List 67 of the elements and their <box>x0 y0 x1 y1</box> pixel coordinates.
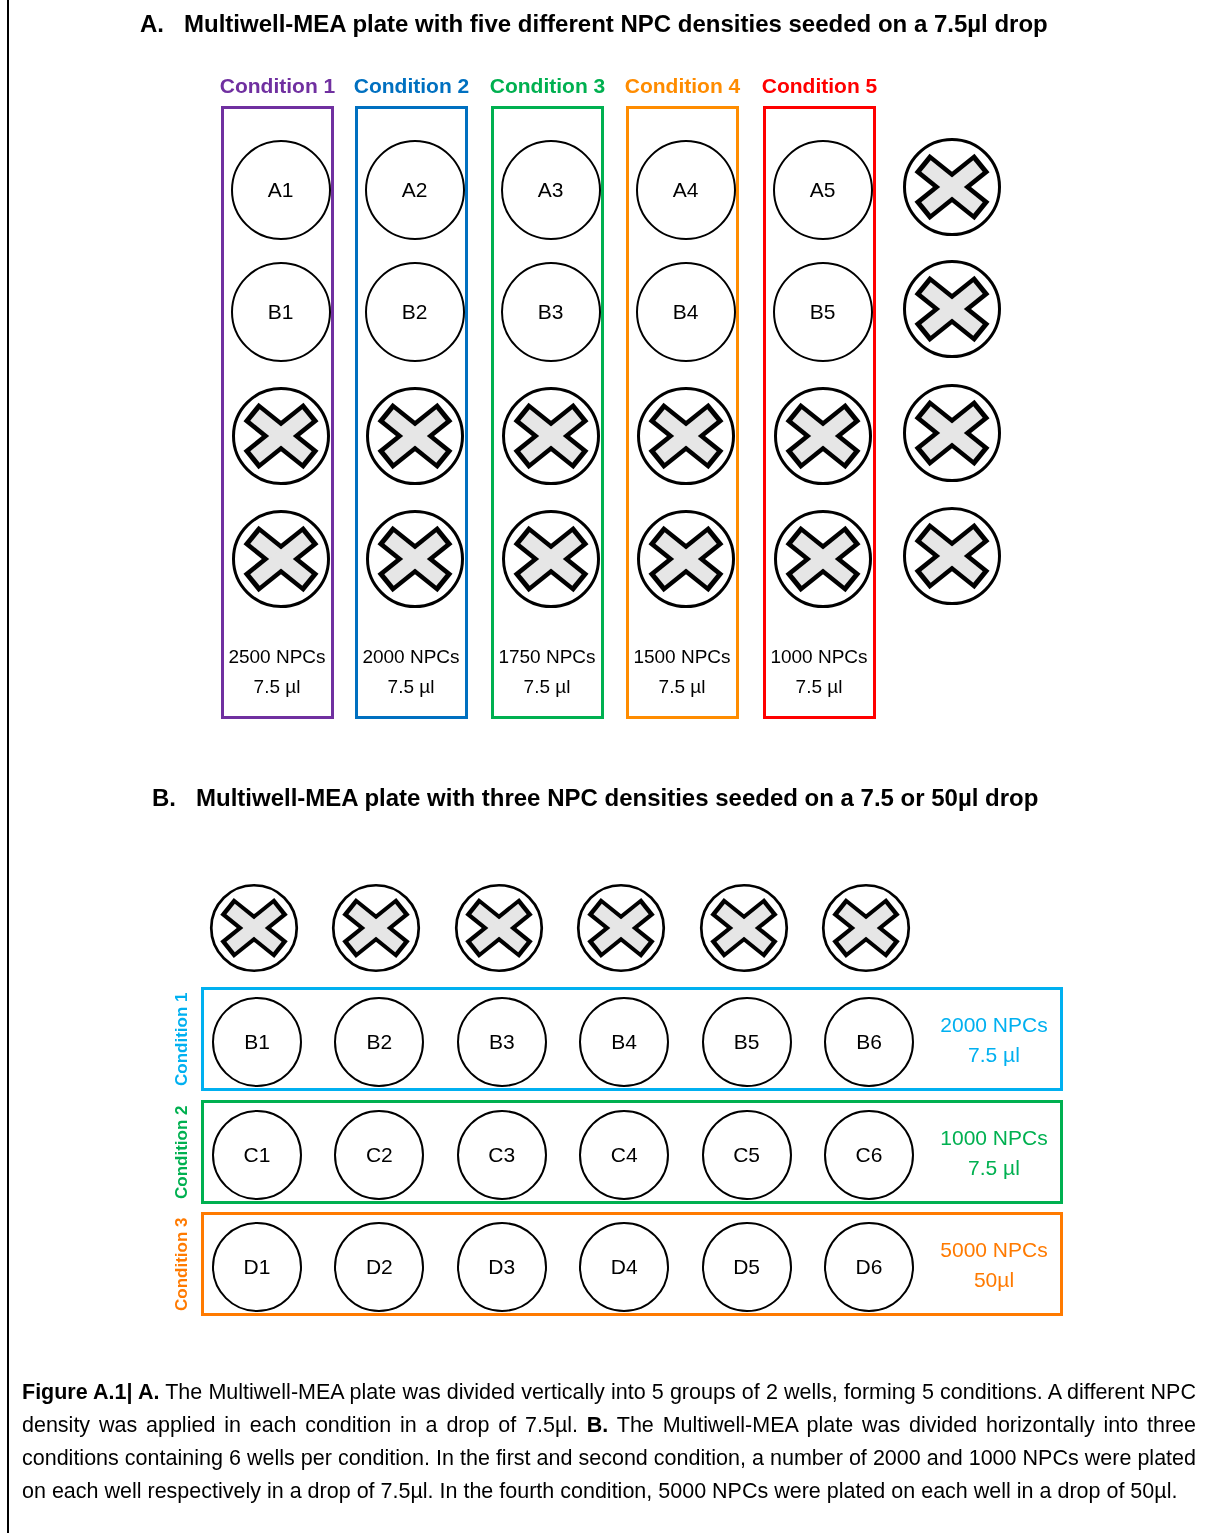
well: B3 <box>456 997 547 1087</box>
well: C6 <box>824 1110 914 1200</box>
well: A4 <box>635 140 736 240</box>
crossed-well <box>500 386 601 486</box>
crossed-well <box>635 386 736 486</box>
well: B4 <box>579 997 670 1087</box>
condition-label: Condition 1 <box>218 74 337 99</box>
crossed-well <box>500 509 601 609</box>
well: C3 <box>456 1110 547 1200</box>
crossed-well <box>576 883 667 973</box>
well: A2 <box>364 140 465 240</box>
crossed-well <box>902 137 1002 237</box>
section-heading: B. Multiwell-MEA plate with three NPC densities seeded on a 7.5 or 50µl drop <box>152 784 1039 813</box>
well: C1 <box>212 1110 302 1200</box>
well: D2 <box>334 1222 425 1312</box>
condition-label: Condition 2 <box>171 1104 192 1201</box>
condition-label: Condition 5 <box>760 74 879 99</box>
crossed-well <box>230 386 331 486</box>
well: C2 <box>334 1110 425 1200</box>
well: D5 <box>701 1222 792 1312</box>
well: B5 <box>701 997 792 1087</box>
density-label: 2000 NPCs 7.5 µl <box>939 1012 1049 1068</box>
crossed-well <box>453 883 544 973</box>
figure-caption: Figure A.1| A. The Multiwell-MEA plate was divided vertically into 5 groups of 2 wells, forming 5 conditions. A different NPC density was applied in each condition in a drop of 7.5µl. B. The Multiwell-MEA plate was divided horizontally into three conditions containing 6 wells per condition. In the first and second condition, a number of 2000 and 1000 NPCs were plated on each well respectively in a drop of 7.5µl. In the fourth condition, 5000 NPCs were plated on each well in a drop of 50µl. <box>22 1379 1196 1505</box>
well: D1 <box>212 1222 302 1312</box>
crossed-well <box>772 509 873 609</box>
crossed-well <box>821 883 911 973</box>
density-label: 1000 NPCs 7.5 µl <box>769 645 869 699</box>
condition-label: Condition 2 <box>352 74 471 99</box>
well: A5 <box>772 140 873 240</box>
density-label: 2000 NPCs 7.5 µl <box>361 645 461 699</box>
condition-label: Condition 3 <box>488 74 607 99</box>
well: B5 <box>772 262 873 362</box>
well: C4 <box>579 1110 670 1200</box>
crossed-well <box>698 883 789 973</box>
well: B2 <box>364 262 465 362</box>
section-heading: A. Multiwell-MEA plate with five different NPC densities seeded on a 7.5µl drop <box>140 10 1048 39</box>
density-label: 1500 NPCs 7.5 µl <box>632 645 732 699</box>
well: B1 <box>212 997 302 1087</box>
density-label: 1000 NPCs 7.5 µl <box>939 1125 1049 1181</box>
crossed-well <box>902 383 1002 483</box>
well: B2 <box>334 997 425 1087</box>
condition-label: Condition 1 <box>171 991 192 1088</box>
density-label: 2500 NPCs 7.5 µl <box>227 645 327 699</box>
well: A3 <box>500 140 601 240</box>
well: D4 <box>579 1222 670 1312</box>
condition-label: Condition 4 <box>623 74 742 99</box>
well: D3 <box>456 1222 547 1312</box>
well: A1 <box>230 140 331 240</box>
crossed-well <box>635 509 736 609</box>
crossed-well <box>331 883 422 973</box>
crossed-well <box>230 509 331 609</box>
crossed-well <box>209 883 299 973</box>
well: B4 <box>635 262 736 362</box>
well: B6 <box>824 997 914 1087</box>
crossed-well <box>902 259 1002 359</box>
density-label: 5000 NPCs 50µl <box>939 1237 1049 1293</box>
crossed-well <box>364 509 465 609</box>
condition-label: Condition 3 <box>171 1216 192 1313</box>
density-label: 1750 NPCs 7.5 µl <box>497 645 597 699</box>
crossed-well <box>902 506 1002 606</box>
crossed-well <box>364 386 465 486</box>
well: B3 <box>500 262 601 362</box>
well: D6 <box>824 1222 914 1312</box>
well: C5 <box>701 1110 792 1200</box>
crossed-well <box>772 386 873 486</box>
well: B1 <box>230 262 331 362</box>
